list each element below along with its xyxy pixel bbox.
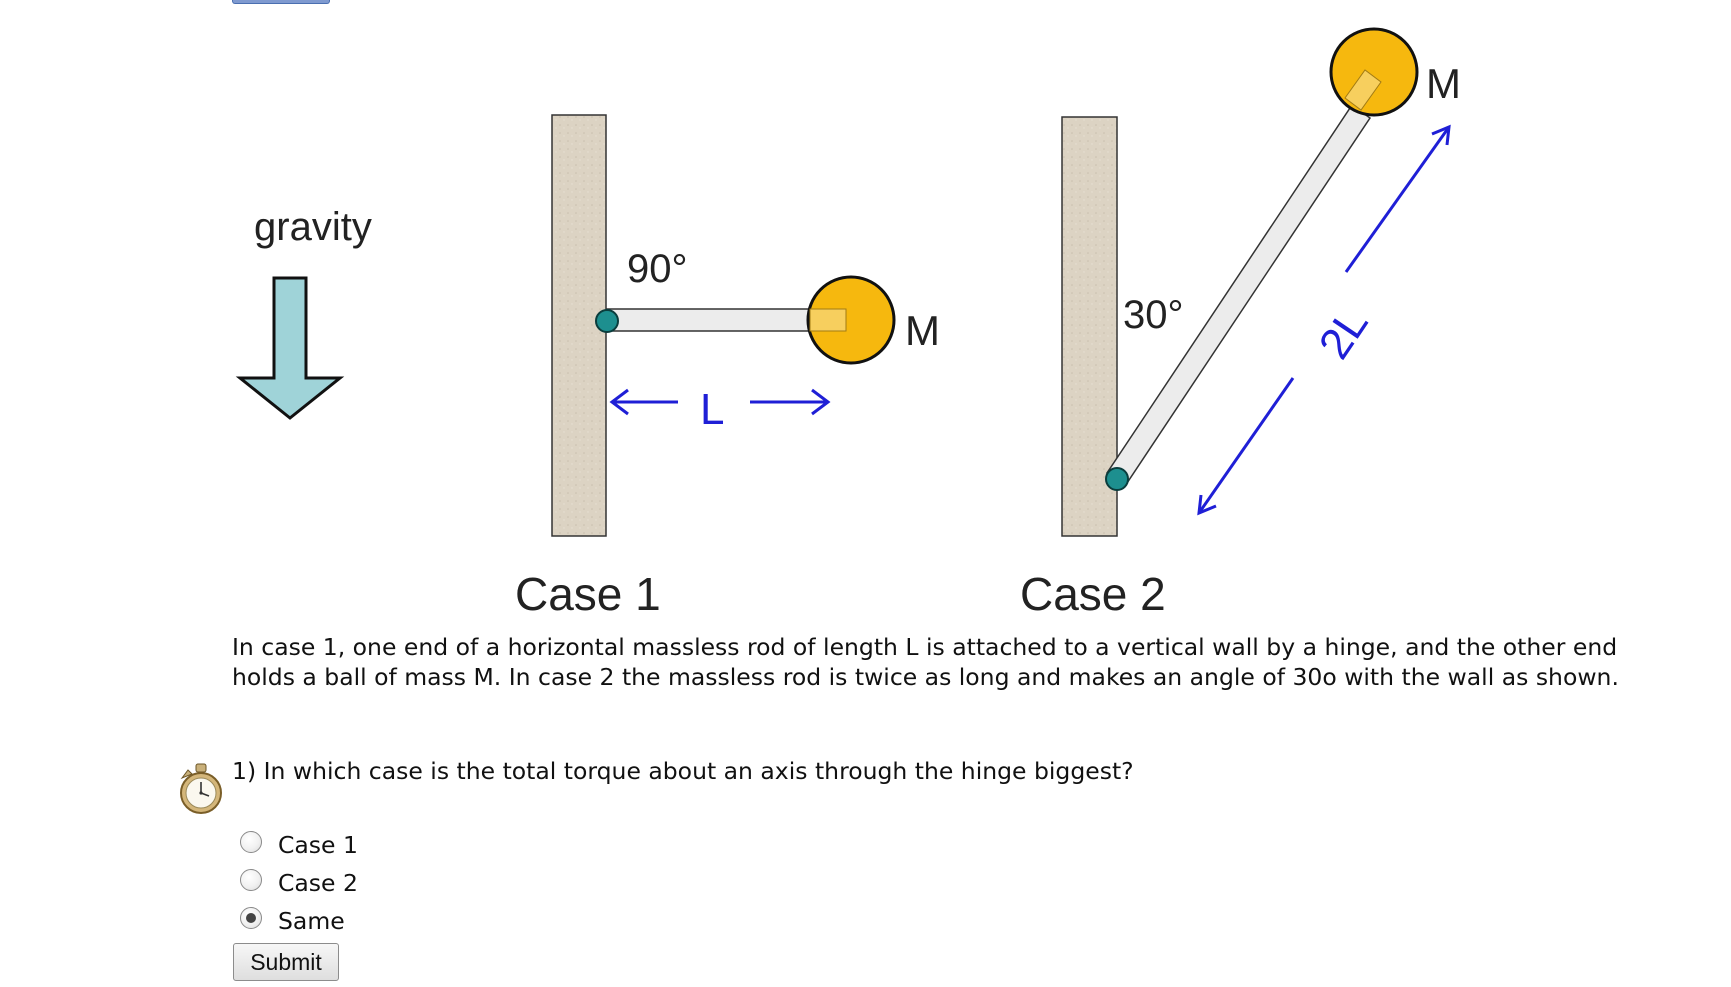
- question-text: 1) In which case is the total torque abo…: [232, 757, 1134, 785]
- case2-hinge: [1105, 467, 1129, 491]
- case1-caption: Case 1: [515, 568, 661, 620]
- stopwatch-icon: [178, 762, 224, 816]
- option-label: Case 1: [278, 831, 358, 859]
- radio-case-1[interactable]: [240, 831, 262, 853]
- physics-figure: gravity 90° M L Case 1 30° M: [230, 10, 1480, 620]
- case1-hinge: [595, 309, 619, 333]
- option-case-1[interactable]: Case 1: [240, 826, 358, 864]
- figure-svg: gravity 90° M L Case 1 30° M: [235, 27, 1461, 620]
- case2-angle-label: 30°: [1123, 293, 1184, 337]
- case2-wall: [1061, 116, 1118, 537]
- problem-description: In case 1, one end of a horizontal massl…: [232, 632, 1652, 692]
- case1-rod: [606, 308, 813, 332]
- case2-dimension-arrows: [1197, 124, 1451, 516]
- submit-button[interactable]: Submit: [233, 943, 339, 981]
- case1-dimension-arrows: [609, 388, 831, 416]
- gravity-label: gravity: [254, 205, 372, 249]
- top-toolbar-fragment: [232, 0, 330, 4]
- gravity-arrow-icon: [235, 276, 345, 420]
- radio-case-2[interactable]: [240, 869, 262, 891]
- radio-same[interactable]: [240, 907, 262, 929]
- option-case-2[interactable]: Case 2: [240, 864, 358, 902]
- case1-ball: [806, 275, 896, 365]
- case1-angle-label: 90°: [627, 247, 688, 291]
- problem-description-line-2: holds a ball of mass M. In case 2 the ma…: [232, 663, 1619, 691]
- option-same[interactable]: Same: [240, 902, 358, 940]
- case2-length-label: 2L: [1310, 300, 1378, 368]
- problem-description-line-1: In case 1, one end of a horizontal massl…: [232, 633, 1618, 661]
- radio-selected-dot: [246, 913, 256, 923]
- case1-length-label: L: [700, 385, 724, 434]
- option-label: Same: [278, 907, 345, 935]
- answer-options: Case 1 Case 2 Same: [240, 826, 358, 940]
- case2-caption: Case 2: [1020, 568, 1166, 620]
- case2-ball: [1329, 27, 1419, 117]
- case2-mass-label: M: [1426, 60, 1461, 107]
- case1-mass-label: M: [905, 307, 940, 354]
- case1-ball-mount: [809, 308, 847, 332]
- case2-ball-mount: [1344, 69, 1382, 111]
- option-label: Case 2: [278, 869, 358, 897]
